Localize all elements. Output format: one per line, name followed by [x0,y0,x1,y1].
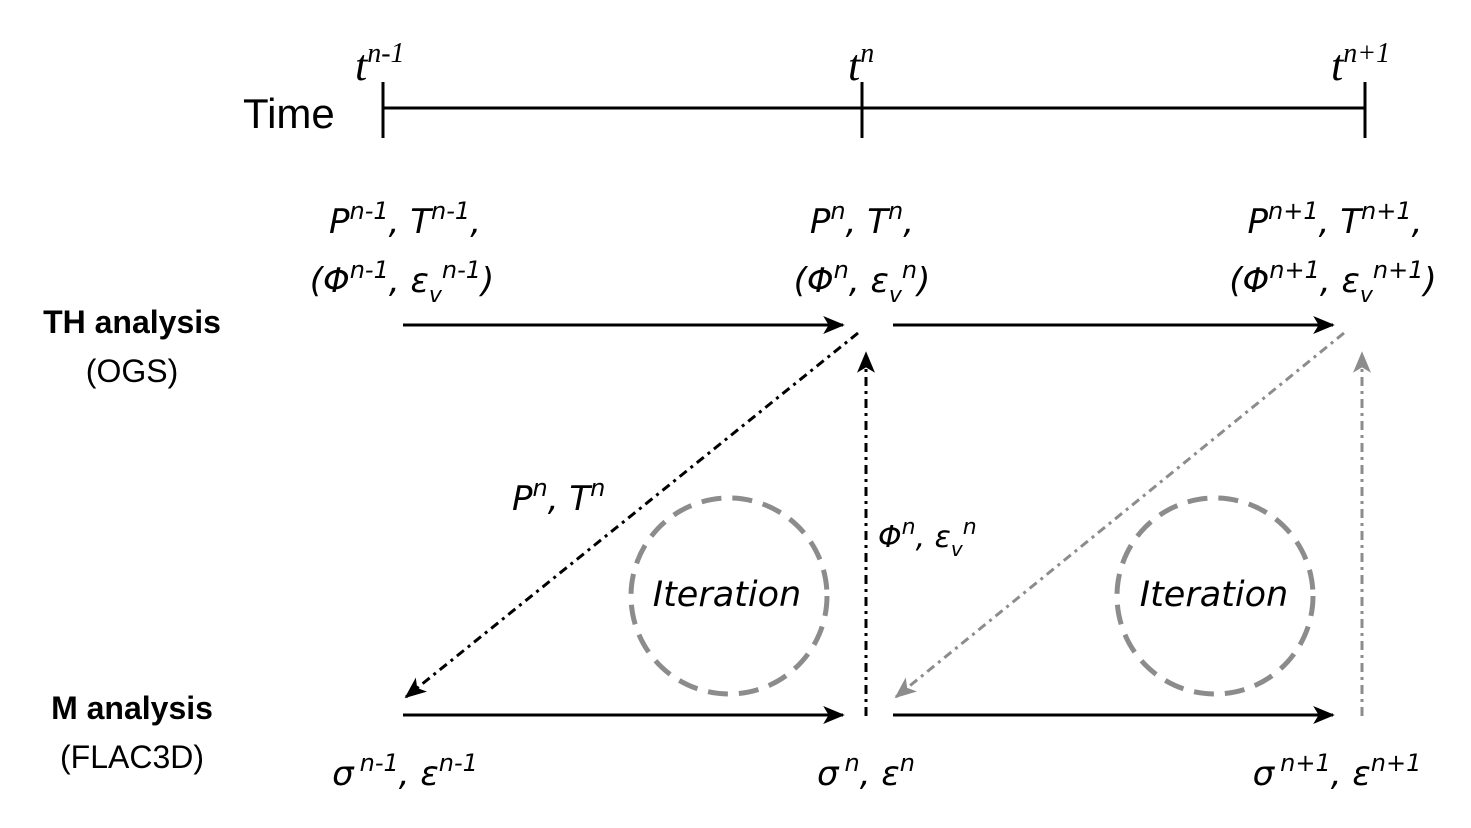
tick-label-n: tn [848,38,874,90]
th-row-subtitle: (OGS) [86,353,178,389]
time-label: Time [243,90,335,137]
transfer-arrow-th-to-m-1 [404,331,859,699]
th-state-n-line1: Pn, Tn, [810,197,914,242]
row-titles: TH analysis (OGS) M analysis (FLAC3D) [43,304,221,775]
th-state-n-line2: (Φn, εvn) [794,256,931,308]
th-state-n-minus-1-line1: Pn-1, Tn-1, [329,197,481,242]
th-state-n-plus-1-line2: (Φn+1, εvn+1) [1229,256,1437,308]
tick-label-n-plus-1: tn+1 [1331,38,1390,90]
transfer-label-phi-eps: Φn, εvn [878,515,977,561]
timeline: Time tn-1 tn tn+1 [243,38,1390,138]
iteration-loops: Iteration Iteration [628,495,1316,697]
th-state-n-minus-1-line2: (Φn-1, εvn-1) [310,256,495,308]
transfer-labels: Pn, Tn Φn, εvn [512,474,977,561]
th-row-title: TH analysis [43,304,221,340]
iteration-circle-2 [1114,495,1316,697]
iteration-label-2: Iteration [1140,575,1288,615]
transfer-label-p-t: Pn, Tn [512,474,605,519]
iteration-circle-1 [628,495,830,697]
horizontal-arrows [403,316,1335,724]
tick-label-n-minus-1: tn-1 [355,38,405,90]
m-row-subtitle: (FLAC3D) [60,739,204,775]
th-state-n-plus-1-line1: Pn+1, Tn+1, [1248,197,1423,242]
th-states: Pn-1, Tn-1, (Φn-1, εvn-1) Pn, Tn, (Φn, ε… [310,197,1437,308]
m-row-title: M analysis [51,690,213,726]
coupling-arrows [404,331,1371,716]
transfer-arrow-th-to-m-2 [894,331,1345,699]
iteration-label-1: Iteration [653,575,801,615]
